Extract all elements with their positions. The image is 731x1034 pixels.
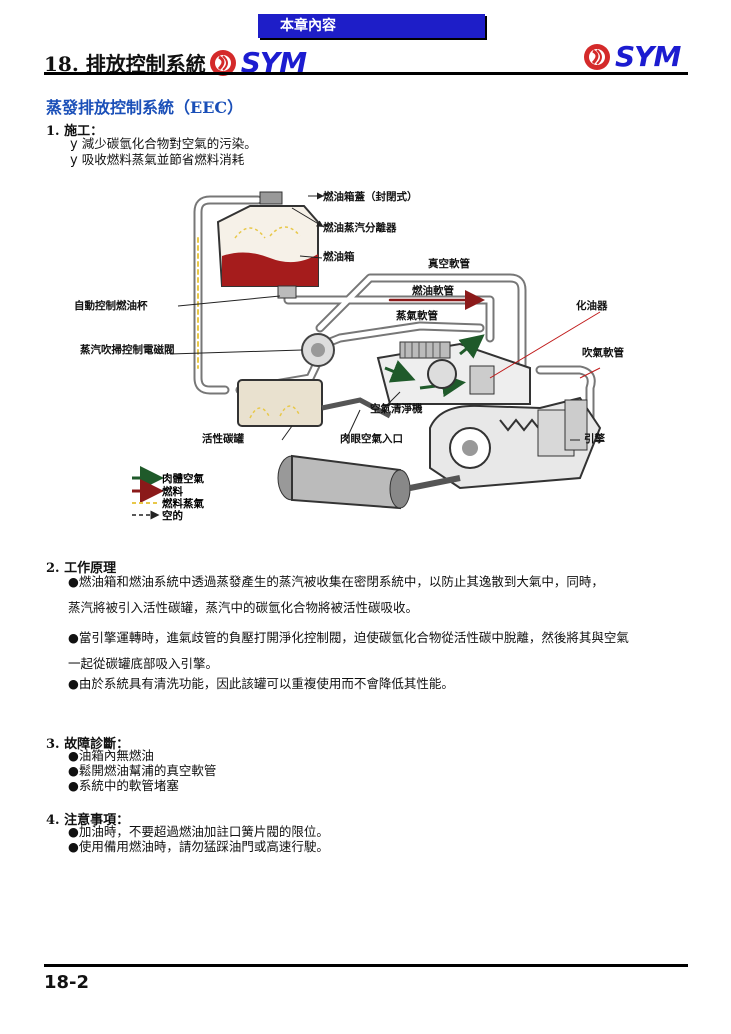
legend-vapor: 燃料蒸氣 (162, 497, 204, 510)
list-item: ●系統中的軟管堵塞 (68, 778, 179, 793)
troubleshooting-list: ●油箱內無燃油 ●鬆開燃油幫浦的真空軟管 ●系統中的軟管堵塞 (68, 748, 216, 793)
label-engine: 引擎 (584, 432, 605, 445)
troubleshooting-heading: 3. 故障診斷： (46, 737, 130, 752)
label-blow-hose: 吹氣軟管 (582, 346, 624, 359)
chapter-contents-button[interactable]: 本章內容 (258, 14, 485, 38)
engine (429, 396, 602, 490)
legend-air: 空的 (162, 509, 183, 522)
label-canister: 活性碳罐 (202, 432, 244, 445)
footer-divider (44, 964, 688, 967)
legend-fuel: 燃料 (162, 485, 183, 498)
label-fresh-air: 肉眼空氣入口 (340, 432, 403, 445)
principle-paragraph-2: ●當引擎運轉時，進氣歧管的負壓打開淨化控制閥，迫使碳氫化合物從活性碳中脫離，然後… (68, 630, 629, 671)
label-fuel-tank: 燃油箱 (323, 250, 355, 263)
label-purge-valve: 蒸汽吹掃控制電磁閥 (80, 343, 175, 356)
muffler (277, 454, 461, 510)
label-fuel-cap: 燃油箱蓋（封閉式） (323, 190, 418, 203)
sym-logo-icon (584, 43, 610, 70)
principle-paragraph-1: ●燃油箱和燃油系統中透過蒸發產生的蒸汽被收集在密閉系統中，以防止其逸散到大氣中，… (68, 574, 604, 615)
label-separator: 燃油蒸汽分離器 (323, 221, 397, 234)
label-fuel-hose: 燃油軟管 (412, 284, 454, 297)
brand-logo-right: SYM (582, 40, 681, 73)
brand-wordmark: SYM (615, 40, 681, 73)
sym-logo-icon (209, 49, 236, 76)
header-divider (44, 72, 688, 75)
list-item: ●加油時，不要超過燃油加註口簧片閥的限位。 (68, 824, 329, 839)
label-vapor-hose: 蒸氣軟管 (396, 309, 438, 322)
carbon-canister (237, 379, 323, 427)
legend-fresh-air: 肉體空氣 (162, 472, 204, 485)
list-item: ●使用備用燃油時，請勿猛踩油門或高速行駛。 (68, 839, 329, 854)
fuel-tank (216, 191, 319, 299)
notes-heading: 4. 注意事項： (46, 813, 130, 828)
page-number: 18-2 (44, 972, 90, 993)
label-auto-cock: 自動控制燃油杯 (74, 299, 148, 312)
eec-system-diagram: 燃油箱蓋（封閉式） 燃油蒸汽分離器 燃油箱 真空軟管 燃油軟管 自動控制燃油杯 … (74, 190, 624, 522)
purge-valve (301, 333, 335, 367)
section-title: 蒸發排放控制系統（EEC） (46, 98, 244, 117)
label-air-cleaner: 空氣清淨機 (370, 402, 423, 415)
label-carburetor: 化油器 (576, 299, 608, 312)
label-vacuum-hose: 真空軟管 (428, 257, 470, 270)
carburetor (399, 334, 495, 395)
list-item: ●鬆開燃油幫浦的真空軟管 (68, 763, 217, 778)
list-item: ●油箱內無燃油 (68, 748, 154, 763)
principle-paragraph-3: ●由於系統具有清洗功能，因此該罐可以重複使用而不會降低其性能。 (68, 676, 454, 691)
notes-list: ●加油時，不要超過燃油加註口簧片閥的限位。 ●使用備用燃油時，請勿猛踩油門或高速… (68, 824, 329, 854)
principle-heading: 2. 工作原理 (46, 561, 117, 576)
construction-heading: 1. 施工： (46, 124, 104, 139)
diagram-legend: 肉體空氣 燃料 燃料蒸氣 空的 (132, 466, 204, 522)
